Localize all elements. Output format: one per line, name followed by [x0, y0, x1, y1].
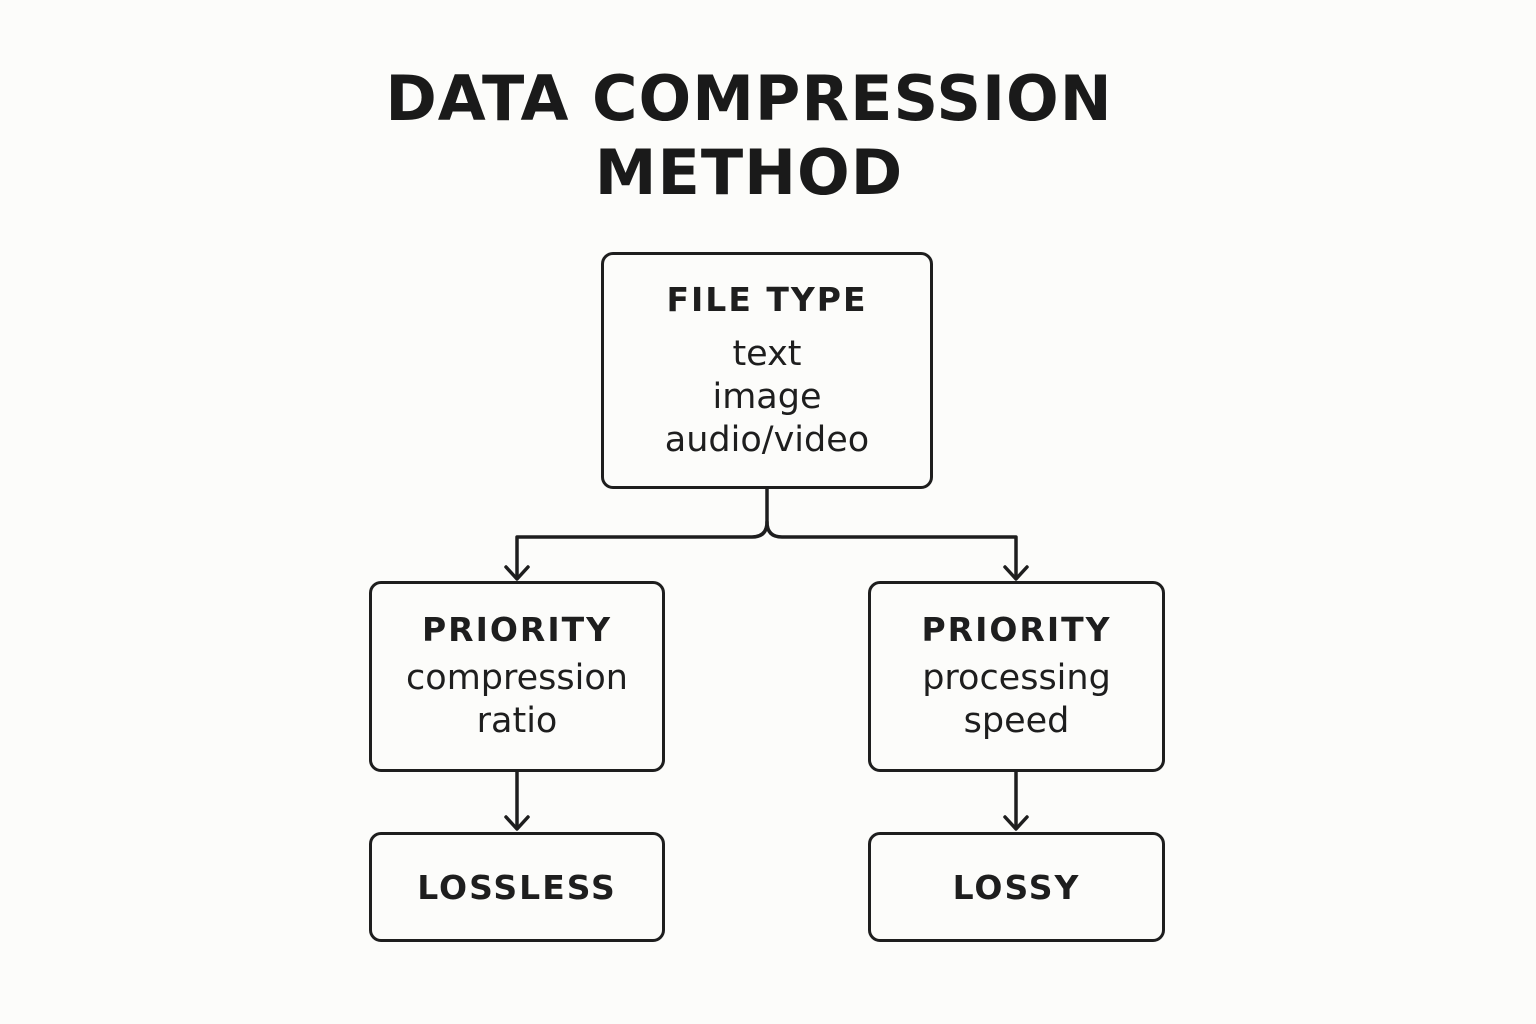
title-line-2: METHOD	[594, 136, 904, 209]
file-type-node: FILE TYPE text image audio/video	[601, 252, 933, 489]
priority-right-line-1: processing	[922, 658, 1111, 698]
connector-split-right	[765, 520, 1018, 580]
file-type-option-audio-video: audio/video	[664, 419, 870, 460]
lossless-node: LOSSLESS	[369, 832, 665, 942]
priority-right-line-2: speed	[963, 701, 1070, 741]
lossless-heading: LOSSLESS	[417, 867, 617, 907]
arrowhead-lossy	[1003, 815, 1029, 831]
file-type-option-text: text	[732, 333, 802, 374]
priority-right-heading: PRIORITY	[921, 610, 1112, 649]
priority-processing-speed-node: PRIORITY processing speed	[868, 581, 1165, 772]
file-type-option-image: image	[712, 376, 822, 417]
title-line-1: DATA COMPRESSION	[385, 62, 1113, 135]
priority-left-line-2: ratio	[476, 701, 558, 741]
lossy-node: LOSSY	[868, 832, 1165, 942]
diagram-title: DATA COMPRESSION METHOD	[0, 62, 1498, 210]
priority-compression-ratio-node: PRIORITY compression ratio	[369, 581, 665, 772]
arrowhead-lossless	[504, 815, 530, 831]
priority-left-heading: PRIORITY	[421, 610, 613, 649]
file-type-heading: FILE TYPE	[666, 279, 868, 319]
priority-left-line-1: compression	[406, 658, 628, 698]
connector-split	[515, 487, 769, 580]
arrowhead-priority-right	[1003, 565, 1029, 581]
arrowhead-priority-left	[504, 565, 530, 581]
lossy-heading: LOSSY	[952, 867, 1081, 907]
